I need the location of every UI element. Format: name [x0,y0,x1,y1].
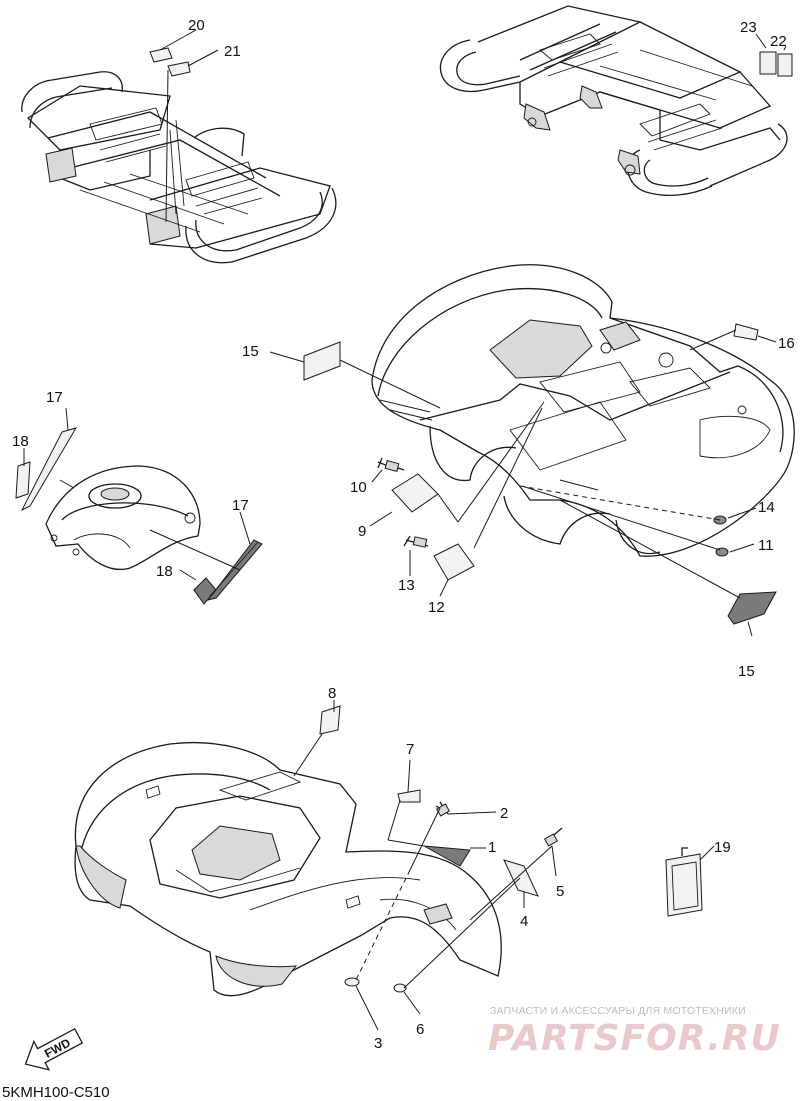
callout-13: 13 [398,577,415,594]
front-fender [74,741,502,997]
diagram-code: 5KMH100-C510 [2,1084,110,1101]
callout-18-bottom: 18 [156,563,173,580]
callout-12: 12 [428,599,445,616]
callout-6: 6 [416,1021,424,1038]
callout-20: 20 [188,17,205,34]
fender-parts-1-8 [319,705,703,993]
callout-15-right: 15 [738,663,755,680]
rear-carrier-rack [439,5,788,196]
callout-4: 4 [520,913,528,930]
rear-fender [371,264,795,557]
front-carrier-rack [21,71,337,264]
callout-9: 9 [358,523,366,540]
fasteners-9-14 [377,457,729,581]
callout-15-left: 15 [242,343,259,360]
callout-2: 2 [500,805,508,822]
callout-numbers: 20 21 23 22 15 16 17 18 17 18 10 9 14 11… [12,17,795,1052]
tank-cover [45,465,201,570]
callout-16: 16 [778,335,795,352]
watermark-logo: PARTSFOR.RU [488,1018,781,1059]
callout-17-bottom: 17 [232,497,249,514]
callout-17-top: 17 [46,389,63,406]
leader-lines [23,329,777,1031]
callout-18-top: 18 [12,433,29,450]
callout-22: 22 [770,33,787,50]
fwd-arrow: FWD [24,1027,84,1071]
label-parts-20-23 [149,29,793,223]
callout-21: 21 [224,43,241,60]
watermark-caption: ЗАПЧАСТИ И АКСЕССУАРЫ ДЛЯ МОТОТЕХНИКИ [490,1005,746,1017]
decals-17-18 [15,427,263,605]
callout-11: 11 [758,537,774,554]
callout-23: 23 [740,19,757,36]
callout-14: 14 [758,499,775,516]
callout-1: 1 [488,839,496,856]
callout-8: 8 [328,685,336,702]
callout-10: 10 [350,479,367,496]
callout-3: 3 [374,1035,382,1052]
decals-15-16 [303,323,777,625]
callout-5: 5 [556,883,564,900]
callout-19: 19 [714,839,731,856]
callout-7: 7 [406,741,414,758]
